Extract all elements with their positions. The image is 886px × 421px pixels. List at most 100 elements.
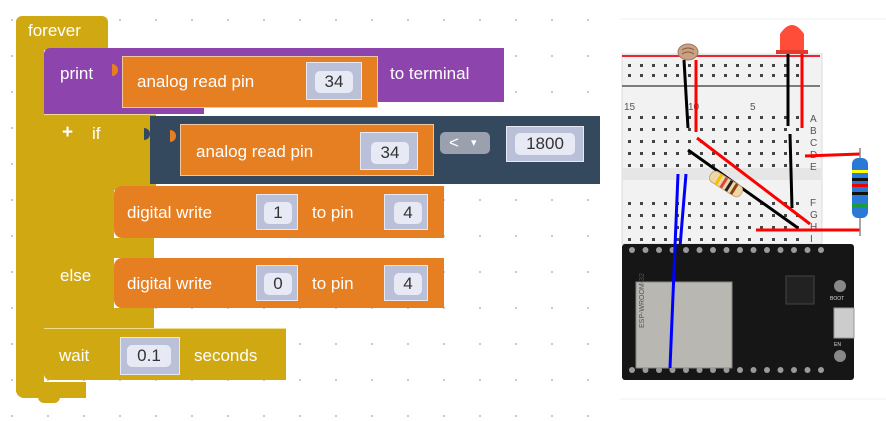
breadboard-hole — [652, 152, 655, 155]
column-label-10: 10 — [688, 102, 700, 113]
operator-value: < — [449, 133, 459, 152]
breadboard-hole — [700, 152, 703, 155]
breadboard-hole — [724, 128, 727, 131]
breadboard-hole — [664, 128, 667, 131]
forever-label: forever — [28, 21, 81, 40]
breadboard-hole — [628, 128, 631, 131]
breadboard-hole — [724, 64, 727, 67]
esp32-pin — [683, 247, 689, 253]
breadboard-hole — [748, 128, 751, 131]
compare-analog-read-label: analog read pin — [196, 142, 314, 161]
forever-block-body — [16, 48, 44, 392]
breadboard-hole — [736, 128, 739, 131]
digital-write-else-value-input[interactable]: 0 — [264, 273, 292, 295]
breadboard-hole — [748, 214, 751, 217]
breadboard-hole — [712, 238, 715, 241]
if-plus-icon[interactable]: + — [62, 122, 74, 143]
breadboard-hole — [736, 238, 739, 241]
breadboard-hole — [712, 226, 715, 229]
breadboard-hole — [784, 238, 787, 241]
wire-red-diagonal — [696, 136, 811, 226]
breadboard-hole — [628, 226, 631, 229]
esp32-pin — [642, 247, 649, 253]
row-label-b: B — [810, 126, 817, 137]
breadboard-hole — [652, 164, 655, 167]
compare-value-input[interactable]: 1800 — [515, 133, 575, 155]
chevron-down-icon: ▾ — [471, 137, 477, 149]
esp32-pin — [723, 247, 730, 253]
circuit-diagram: 15 10 5 A B C D E F G H I — [620, 18, 886, 400]
breadboard-hole — [784, 116, 787, 119]
breadboard-hole — [688, 214, 691, 217]
breadboard-hole — [712, 64, 715, 67]
analog-read-pin-input[interactable]: 34 — [315, 71, 353, 93]
breadboard-hole — [796, 64, 799, 67]
esp32-pin — [696, 367, 703, 373]
breadboard-hole — [736, 74, 739, 77]
esp32-pin — [818, 367, 824, 373]
breadboard-hole — [724, 202, 727, 205]
breadboard-hole — [652, 116, 655, 119]
blocks-workspace[interactable]: forever print analog read pin 34 to term… — [0, 0, 610, 421]
digital-write-then-pin-input[interactable]: 4 — [394, 202, 422, 224]
else-label: else — [60, 266, 92, 285]
breadboard-hole — [712, 202, 715, 205]
breadboard-hole — [724, 116, 727, 119]
digital-write-then-value-input[interactable]: 1 — [264, 202, 292, 224]
operator-dropdown[interactable]: < ▾ — [440, 132, 490, 154]
breadboard-hole — [784, 74, 787, 77]
breadboard-hole — [664, 140, 667, 143]
breadboard-hole — [748, 202, 751, 205]
breadboard-hole — [640, 238, 643, 241]
breadboard-hole — [628, 238, 631, 241]
digital-write-else-pin-input[interactable]: 4 — [394, 273, 422, 295]
esp32-module — [635, 281, 733, 369]
breadboard-hole — [760, 214, 763, 217]
breadboard-hole — [772, 128, 775, 131]
breadboard-hole — [676, 128, 679, 131]
breadboard-hole — [688, 140, 691, 143]
digital-write-then-label: digital write — [127, 203, 213, 222]
breadboard-hole — [772, 152, 775, 155]
column-label-15: 15 — [624, 102, 636, 113]
breadboard-hole — [688, 74, 691, 77]
breadboard-hole — [652, 128, 655, 131]
esp32-pin — [642, 367, 649, 373]
breadboard-hole — [664, 226, 667, 229]
breadboard-hole — [796, 164, 799, 167]
breadboard-hole — [772, 214, 775, 217]
breadboard-hole — [628, 74, 631, 77]
breadboard-hole — [700, 128, 703, 131]
breadboard-hole — [652, 64, 655, 67]
breadboard-hole — [688, 226, 691, 229]
breadboard-hole — [688, 238, 691, 241]
breadboard-hole — [760, 64, 763, 67]
seconds-label: seconds — [194, 346, 258, 365]
esp32-pin — [629, 247, 635, 253]
compare-left-tab — [170, 130, 176, 142]
forever-bottom-notch — [38, 397, 60, 403]
breadboard-hole — [700, 226, 703, 229]
breadboard-hole — [652, 74, 655, 77]
digital-write-else-to-pin-label: to pin — [312, 274, 354, 293]
breadboard-hole — [628, 116, 631, 119]
wait-value-input[interactable]: 0.1 — [127, 345, 171, 367]
esp32-pin — [696, 247, 703, 253]
breadboard-hole — [652, 214, 655, 217]
breadboard-hole — [652, 140, 655, 143]
breadboard-hole — [628, 164, 631, 167]
breadboard-hole — [640, 202, 643, 205]
breadboard-hole — [628, 152, 631, 155]
breadboard-hole — [760, 164, 763, 167]
compare-analog-pin-input[interactable]: 34 — [371, 142, 409, 164]
breadboard-hole — [676, 140, 679, 143]
breadboard-hole — [760, 238, 763, 241]
esp32-pin — [804, 367, 811, 373]
forever-block[interactable] — [16, 16, 108, 50]
esp32-pin — [804, 247, 811, 253]
esp32-pin — [764, 367, 770, 373]
resistor-diagonal — [708, 170, 744, 198]
breadboard-hole — [652, 202, 655, 205]
breadboard-hole — [628, 214, 631, 217]
if-block[interactable] — [44, 114, 156, 190]
